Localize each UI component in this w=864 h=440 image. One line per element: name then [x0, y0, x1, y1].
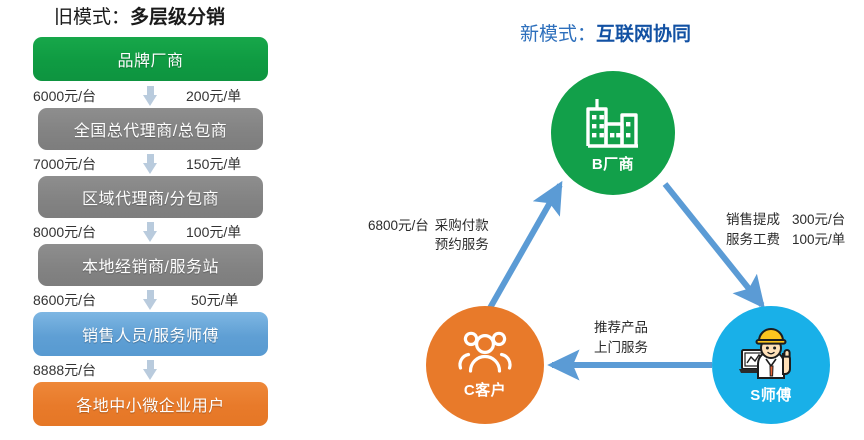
node-c-label: C客户	[463, 381, 507, 399]
people-group-icon	[454, 331, 516, 377]
flow-b-to-s-row1-value: 300元/台	[792, 212, 846, 227]
chain-step-2-right: 150元/单	[186, 156, 242, 172]
chain-step-3-left: 8000元/台	[33, 224, 97, 240]
chain-step-5-left: 8888元/台	[33, 362, 97, 378]
node-b-label: B厂商	[591, 155, 635, 173]
flow-label-c-to-b: 6800元/台采购付款 预约服务	[368, 216, 489, 254]
chain-step-1: 6000元/台 200元/单	[33, 85, 268, 107]
flow-b-to-s-row1-label: 销售提成	[726, 212, 780, 227]
chain-step-1-right: 200元/单	[186, 88, 242, 104]
node-s-technician[interactable]: S师傅	[712, 306, 830, 424]
arrow-c-to-b	[487, 180, 563, 310]
chain-step-4-left: 8600元/台	[33, 292, 97, 308]
node-b-manufacturer[interactable]: B厂商	[551, 71, 675, 195]
node-s-label: S师傅	[750, 386, 792, 404]
chain-box-label: 本地经销商/服务站	[82, 259, 219, 276]
chain-step-3-right: 100元/单	[186, 224, 242, 240]
old-model-title: 旧模式：多层级分销	[54, 6, 225, 30]
node-c-customer[interactable]: C客户	[426, 306, 544, 424]
down-arrow-icon	[143, 360, 158, 380]
old-model-title-strong: 多层级分销	[130, 7, 226, 28]
chain-step-3: 8000元/台 100元/单	[33, 221, 268, 243]
flow-c-to-b-money: 6800元/台	[368, 218, 429, 233]
flow-b-to-s-row2-label: 服务工费	[726, 232, 780, 247]
new-model-title-strong: 互联网协同	[596, 24, 692, 45]
new-model-title: 新模式：互联网协同	[520, 23, 691, 47]
technician-worker-icon	[738, 326, 804, 382]
flow-label-b-to-s: 销售提成 300元/台 服务工费 100元/单	[726, 210, 845, 250]
chain-box-national-agent[interactable]: 全国总代理商/总包商	[38, 108, 263, 150]
factory-building-icon	[582, 93, 644, 151]
old-model-title-prefix: 旧模式：	[54, 7, 131, 28]
new-model-title-prefix: 新模式：	[520, 24, 597, 45]
chain-box-label: 品牌厂商	[117, 53, 184, 70]
flow-c-to-b-line2: 预约服务	[434, 237, 489, 252]
chain-box-regional-agent[interactable]: 区域代理商/分包商	[38, 176, 263, 218]
chain-step-2-left: 7000元/台	[33, 156, 97, 172]
flow-label-s-to-c: 推荐产品 上门服务	[594, 318, 648, 358]
chain-box-sales-technician[interactable]: 销售人员/服务师傅	[33, 312, 268, 356]
chain-box-label: 区域代理商/分包商	[82, 191, 219, 208]
chain-step-4: 8600元/台 50元/单	[33, 289, 268, 311]
chain-step-2: 7000元/台 150元/单	[33, 153, 268, 175]
flow-c-to-b-line1: 采购付款	[434, 218, 489, 233]
down-arrow-icon	[143, 290, 158, 310]
down-arrow-icon	[143, 154, 158, 174]
chain-step-1-left: 6000元/台	[33, 88, 97, 104]
flow-b-to-s-row2-value: 100元/单	[792, 232, 846, 247]
down-arrow-icon	[143, 86, 158, 106]
chain-step-4-right: 50元/单	[191, 292, 239, 308]
chain-box-end-customer[interactable]: 各地中小微企业用户	[33, 382, 268, 426]
chain-box-label: 各地中小微企业用户	[76, 398, 225, 415]
chain-box-brand-manufacturer[interactable]: 品牌厂商	[33, 37, 268, 81]
chain-box-label: 全国总代理商/总包商	[73, 123, 228, 140]
chain-box-local-dealer[interactable]: 本地经销商/服务站	[38, 244, 263, 286]
flow-s-to-c-line1: 推荐产品	[594, 320, 648, 335]
down-arrow-icon	[143, 222, 158, 242]
chain-box-label: 销售人员/服务师傅	[82, 328, 219, 345]
flow-s-to-c-line2: 上门服务	[594, 340, 648, 355]
chain-step-5: 8888元/台	[33, 359, 268, 381]
